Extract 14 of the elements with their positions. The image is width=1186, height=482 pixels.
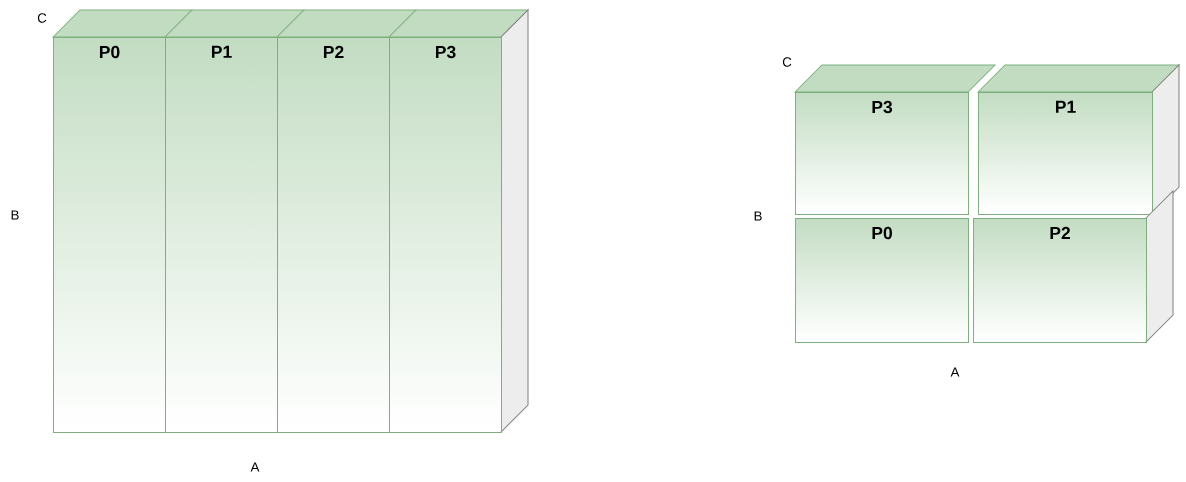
axis-label: C [782, 57, 792, 67]
cuboid-block: P0 [795, 218, 969, 343]
axis-label: C [37, 13, 47, 23]
cuboid-block: P0 [52, 9, 193, 433]
axis-label: B [754, 211, 762, 221]
axis-label: A [950, 367, 960, 377]
cuboid-block: P3 [794, 64, 996, 215]
cuboid-block: P1 [977, 64, 1180, 215]
axis-label: B [11, 210, 19, 220]
cuboid-block: P2 [973, 190, 1174, 343]
cuboid-block: P3 [388, 9, 529, 433]
cuboid-block: P2 [276, 9, 417, 433]
axis-label: A [250, 462, 260, 472]
cuboid-block: P1 [164, 9, 305, 433]
